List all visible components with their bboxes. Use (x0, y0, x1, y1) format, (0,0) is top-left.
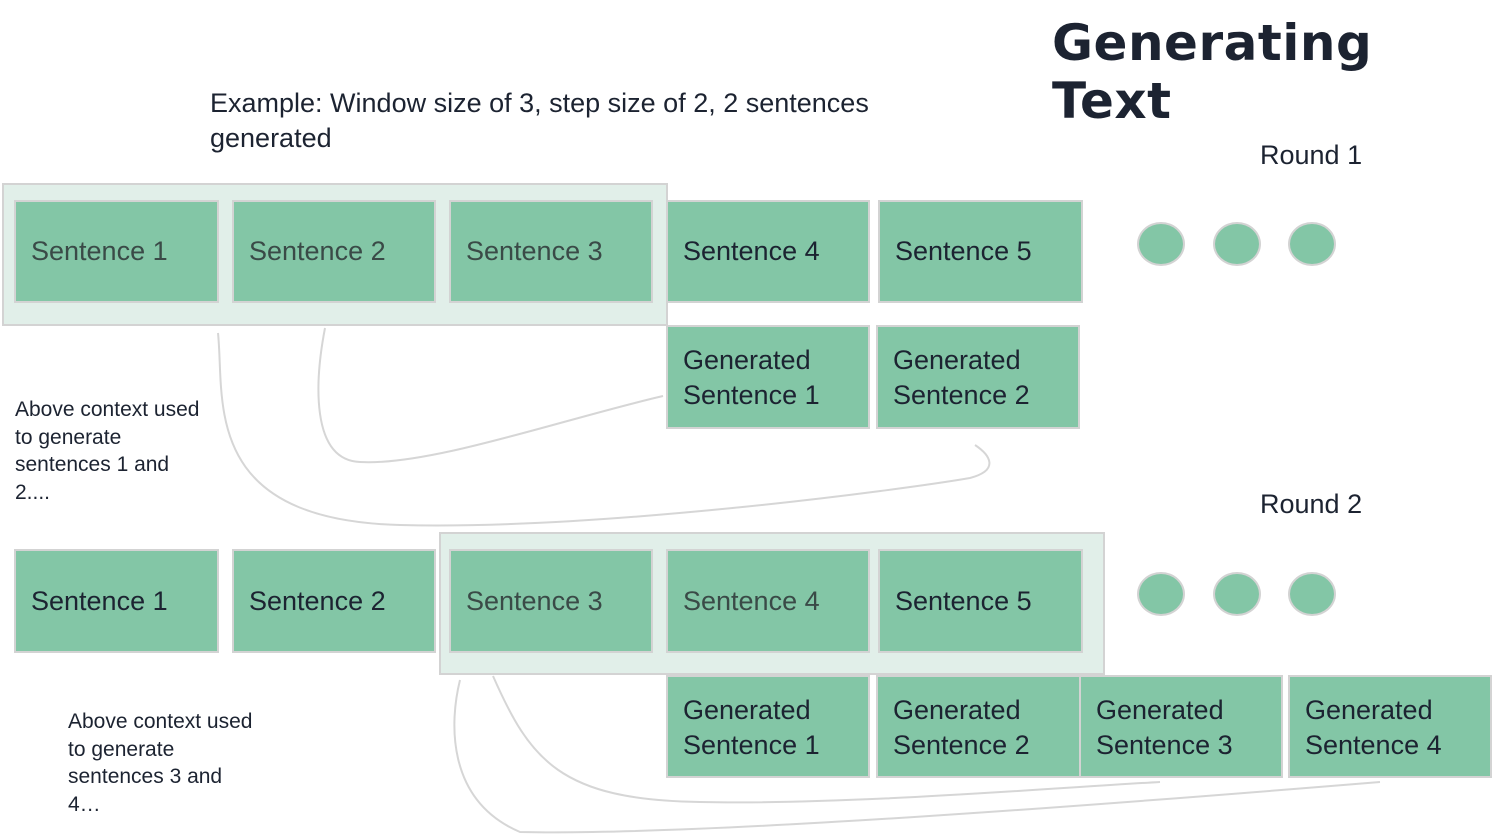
ellipsis-dot-icon (1213, 222, 1261, 266)
connector-r2-s3-to-gen3 (492, 675, 1161, 804)
r2-sentence-4: Sentence 4 (666, 549, 870, 653)
round-2-note: Above context used to generate sentences… (68, 710, 253, 816)
r1-sentence-5: Sentence 5 (878, 200, 1083, 303)
ellipsis-dot-icon (1288, 222, 1336, 266)
r2-sentence-5: Sentence 5 (878, 549, 1083, 653)
gen-label-line1: Generated (683, 345, 811, 375)
gen-label-line2: Sentence 3 (1096, 730, 1233, 760)
gen-label-line2: Sentence 2 (893, 380, 1030, 410)
page-title: Generating Text (1052, 14, 1373, 130)
r1-sentence-3: Sentence 3 (449, 200, 653, 303)
r1-sentence-2: Sentence 2 (232, 200, 436, 303)
ellipsis-dot-icon (1213, 572, 1261, 616)
round-2-label: Round 2 (1260, 489, 1363, 519)
round-1-label: Round 1 (1260, 140, 1363, 170)
connector-r2-s3-to-gen4 (453, 679, 1381, 834)
ellipsis-dot-icon (1288, 572, 1336, 616)
example-description: Example: Window size of 3, step size of … (210, 88, 869, 153)
r2-sentence-3: Sentence 3 (449, 549, 653, 653)
ellipsis-dot-icon (1137, 222, 1185, 266)
r1-sentence-4: Sentence 4 (666, 200, 870, 303)
r2-sentence-2: Sentence 2 (232, 549, 436, 653)
gen-label-line2: Sentence 4 (1305, 730, 1442, 760)
connector-r1-s1-to-gen2 (217, 332, 991, 527)
r2-sentence-1: Sentence 1 (14, 549, 219, 653)
gen-label-line1: Generated (1096, 695, 1224, 725)
connector-r1-s2-to-gen1 (317, 327, 664, 464)
round-1-note: Above context used to generate sentences… (15, 398, 200, 504)
gen-label-line1: Generated (1305, 695, 1433, 725)
ellipsis-dot-icon (1137, 572, 1185, 616)
gen-label-line1: Generated (893, 695, 1021, 725)
gen-label-line2: Sentence 1 (683, 380, 820, 410)
r1-sentence-1: Sentence 1 (14, 200, 219, 303)
gen-label-line2: Sentence 2 (893, 730, 1030, 760)
gen-label-line2: Sentence 1 (683, 730, 820, 760)
gen-label-line1: Generated (683, 695, 811, 725)
gen-label-line1: Generated (893, 345, 1021, 375)
